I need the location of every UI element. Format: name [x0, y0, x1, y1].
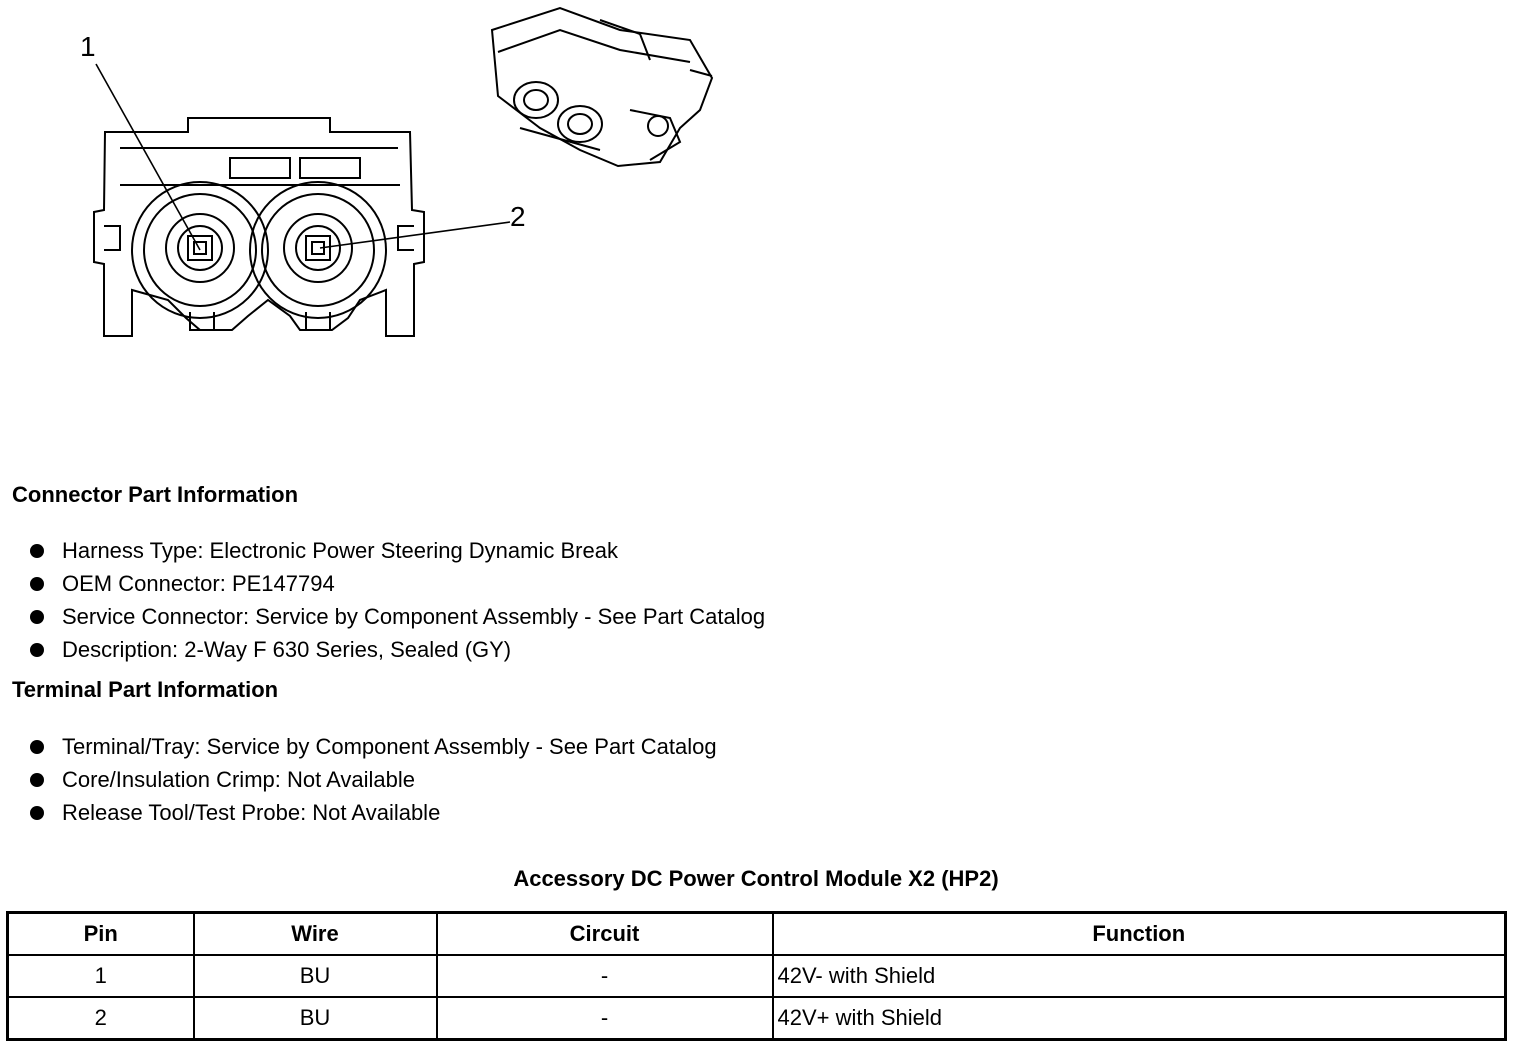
bullet-icon: [30, 610, 44, 624]
terminal-info-list: Terminal/Tray: Service by Component Asse…: [28, 730, 717, 829]
leader-line-2: [319, 221, 511, 249]
column-header-circuit: Circuit: [435, 911, 774, 956]
connector-illustration: 1 2: [0, 0, 760, 380]
list-item: Terminal/Tray: Service by Component Asse…: [28, 730, 717, 763]
terminal-info-title: Terminal Part Information: [12, 677, 279, 702]
list-item: Harness Type: Electronic Power Steering …: [28, 534, 765, 567]
connector-drawing: 1 2: [80, 6, 714, 337]
bullet-icon: [30, 577, 44, 591]
connector-isometric-view: [490, 6, 714, 168]
cell-wire: BU: [192, 996, 438, 1041]
cell-pin: 1: [6, 954, 195, 998]
callout-2: 2: [510, 201, 526, 232]
cell-function: 42V+ with Shield: [771, 996, 1507, 1041]
bullet-icon: [30, 740, 44, 754]
bullet-icon: [30, 544, 44, 558]
list-item: Service Connector: Service by Component …: [28, 600, 765, 633]
cell-circuit: -: [435, 996, 774, 1041]
list-item: Core/Insulation Crimp: Not Available: [28, 763, 717, 796]
table-row: 2 BU - 42V+ with Shield: [6, 996, 1507, 1041]
table-header-row: Pin Wire Circuit Function: [6, 911, 1507, 956]
cell-function: 42V- with Shield: [771, 954, 1507, 998]
list-item-text: Terminal/Tray: Service by Component Asse…: [62, 734, 717, 759]
list-item: OEM Connector: PE147794: [28, 567, 765, 600]
bullet-icon: [30, 643, 44, 657]
column-header-pin: Pin: [6, 911, 195, 956]
list-item-text: OEM Connector: PE147794: [62, 571, 335, 596]
bullet-icon: [30, 773, 44, 787]
pin-table-title: Accessory DC Power Control Module X2 (HP…: [513, 866, 999, 891]
list-item-text: Description: 2-Way F 630 Series, Sealed …: [62, 637, 512, 662]
column-header-wire: Wire: [192, 911, 438, 956]
connector-info-list: Harness Type: Electronic Power Steering …: [28, 534, 765, 666]
list-item-text: Core/Insulation Crimp: Not Available: [62, 767, 415, 792]
connector-info-title: Connector Part Information: [12, 482, 299, 507]
pin-table: Pin Wire Circuit Function 1 BU - 42V- wi…: [6, 911, 1507, 1041]
table-row: 1 BU - 42V- with Shield: [6, 954, 1507, 998]
list-item: Description: 2-Way F 630 Series, Sealed …: [28, 633, 765, 666]
list-item-text: Release Tool/Test Probe: Not Available: [62, 800, 441, 825]
list-item: Release Tool/Test Probe: Not Available: [28, 796, 717, 829]
bullet-icon: [30, 806, 44, 820]
list-item-text: Service Connector: Service by Component …: [62, 604, 766, 629]
list-item-text: Harness Type: Electronic Power Steering …: [62, 538, 618, 563]
callout-1: 1: [80, 31, 96, 62]
cell-circuit: -: [435, 954, 774, 998]
leader-line-1: [95, 63, 201, 251]
column-header-function: Function: [771, 911, 1507, 956]
cell-pin: 2: [6, 996, 195, 1041]
cell-wire: BU: [192, 954, 438, 998]
